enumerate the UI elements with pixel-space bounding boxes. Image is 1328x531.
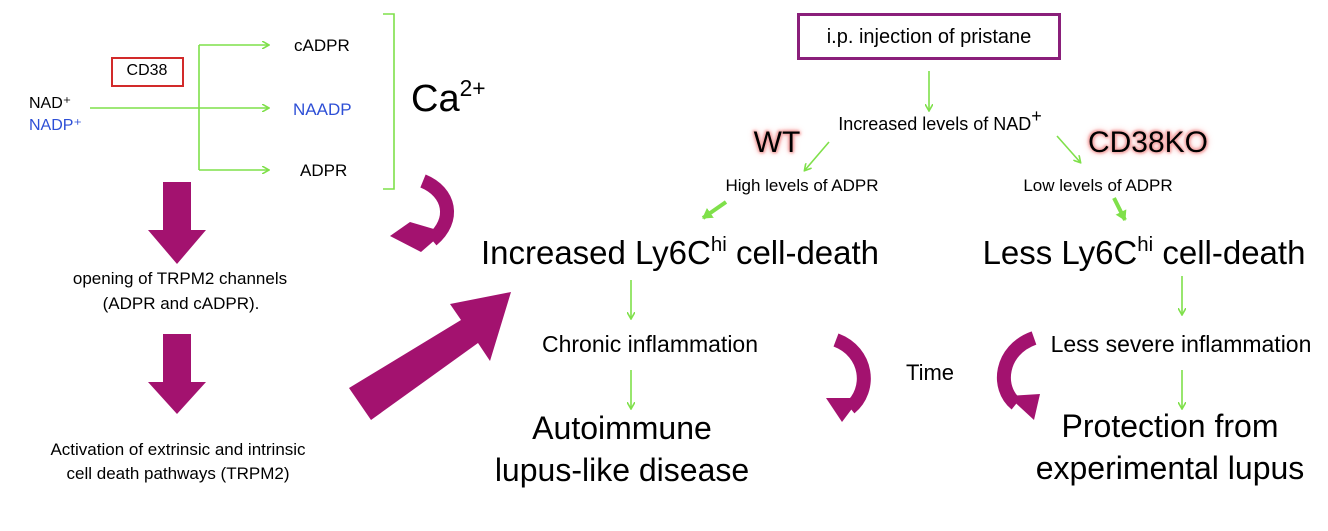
calcium-base: Ca — [411, 78, 460, 120]
less-death-label: Less Ly6Chi cell-death — [982, 232, 1306, 271]
nad-increase-label: Increased levels of NAD+ — [838, 107, 1042, 134]
down-arrow-2 — [148, 334, 206, 414]
curved-arrow-ca — [390, 174, 454, 252]
down-arrow-1 — [148, 182, 206, 264]
less-death-sup: hi — [1137, 232, 1154, 256]
nad-increase-sup: + — [1031, 106, 1042, 127]
less-severe-label: Less severe inflammation — [1050, 331, 1312, 357]
protection-line-2: experimental lupus — [1035, 450, 1305, 486]
bold-flow-arrows — [701, 197, 1127, 221]
less-death-post: cell-death — [1153, 234, 1306, 271]
ko-label: CD38KO — [1087, 126, 1209, 159]
injection-label: i.p. injection of pristane — [826, 26, 1032, 48]
nadp-label: NADP⁺ — [29, 117, 82, 134]
autoimmune-line-1: Autoimmune — [532, 410, 712, 446]
cd38-branch-arrows — [90, 45, 268, 170]
diagonal-arrow — [349, 292, 511, 420]
flow-arrows — [631, 71, 1182, 408]
protection-line-1: Protection from — [1061, 408, 1279, 444]
autoimmune-line-2: lupus-like disease — [494, 452, 750, 488]
activation-line-1: Activation of extrinsic and intrinsic — [50, 440, 306, 459]
increased-death-label: Increased Ly6Chi cell-death — [480, 232, 880, 271]
naadp-label: NAADP — [293, 100, 352, 119]
increased-death-sup: hi — [710, 232, 727, 256]
nad-increase-text: Increased levels of NAD — [838, 114, 1032, 134]
trpm2-line-2: (ADPR and cADPR). — [102, 294, 260, 313]
chronic-inflammation-label: Chronic inflammation — [541, 331, 759, 357]
cd38-label: CD38 — [126, 62, 168, 79]
wt-label: WT — [753, 126, 801, 159]
increased-death-post: cell-death — [726, 234, 880, 271]
activation-line-2: cell death pathways (TRPM2) — [66, 464, 290, 483]
curved-arrow-time-left — [826, 333, 871, 422]
injection-box — [797, 13, 1061, 60]
curved-arrow-time-right — [996, 331, 1040, 420]
ca-bracket — [383, 13, 395, 190]
less-death-pre: Less Ly6C — [982, 234, 1138, 271]
low-adpr-label: Low levels of ADPR — [1023, 176, 1173, 195]
time-label: Time — [905, 360, 955, 385]
adpr-label: ADPR — [300, 161, 348, 180]
cadpr-label: cADPR — [294, 36, 350, 55]
calcium-charge: 2+ — [459, 75, 486, 102]
nad-label: NAD⁺ — [29, 95, 72, 112]
calcium-label: Ca2+ — [411, 77, 486, 120]
cd38-box — [111, 57, 184, 87]
increased-death-pre: Increased Ly6C — [480, 234, 711, 271]
trpm2-line-1: opening of TRPM2 channels — [72, 269, 288, 288]
high-adpr-label: High levels of ADPR — [725, 176, 879, 195]
